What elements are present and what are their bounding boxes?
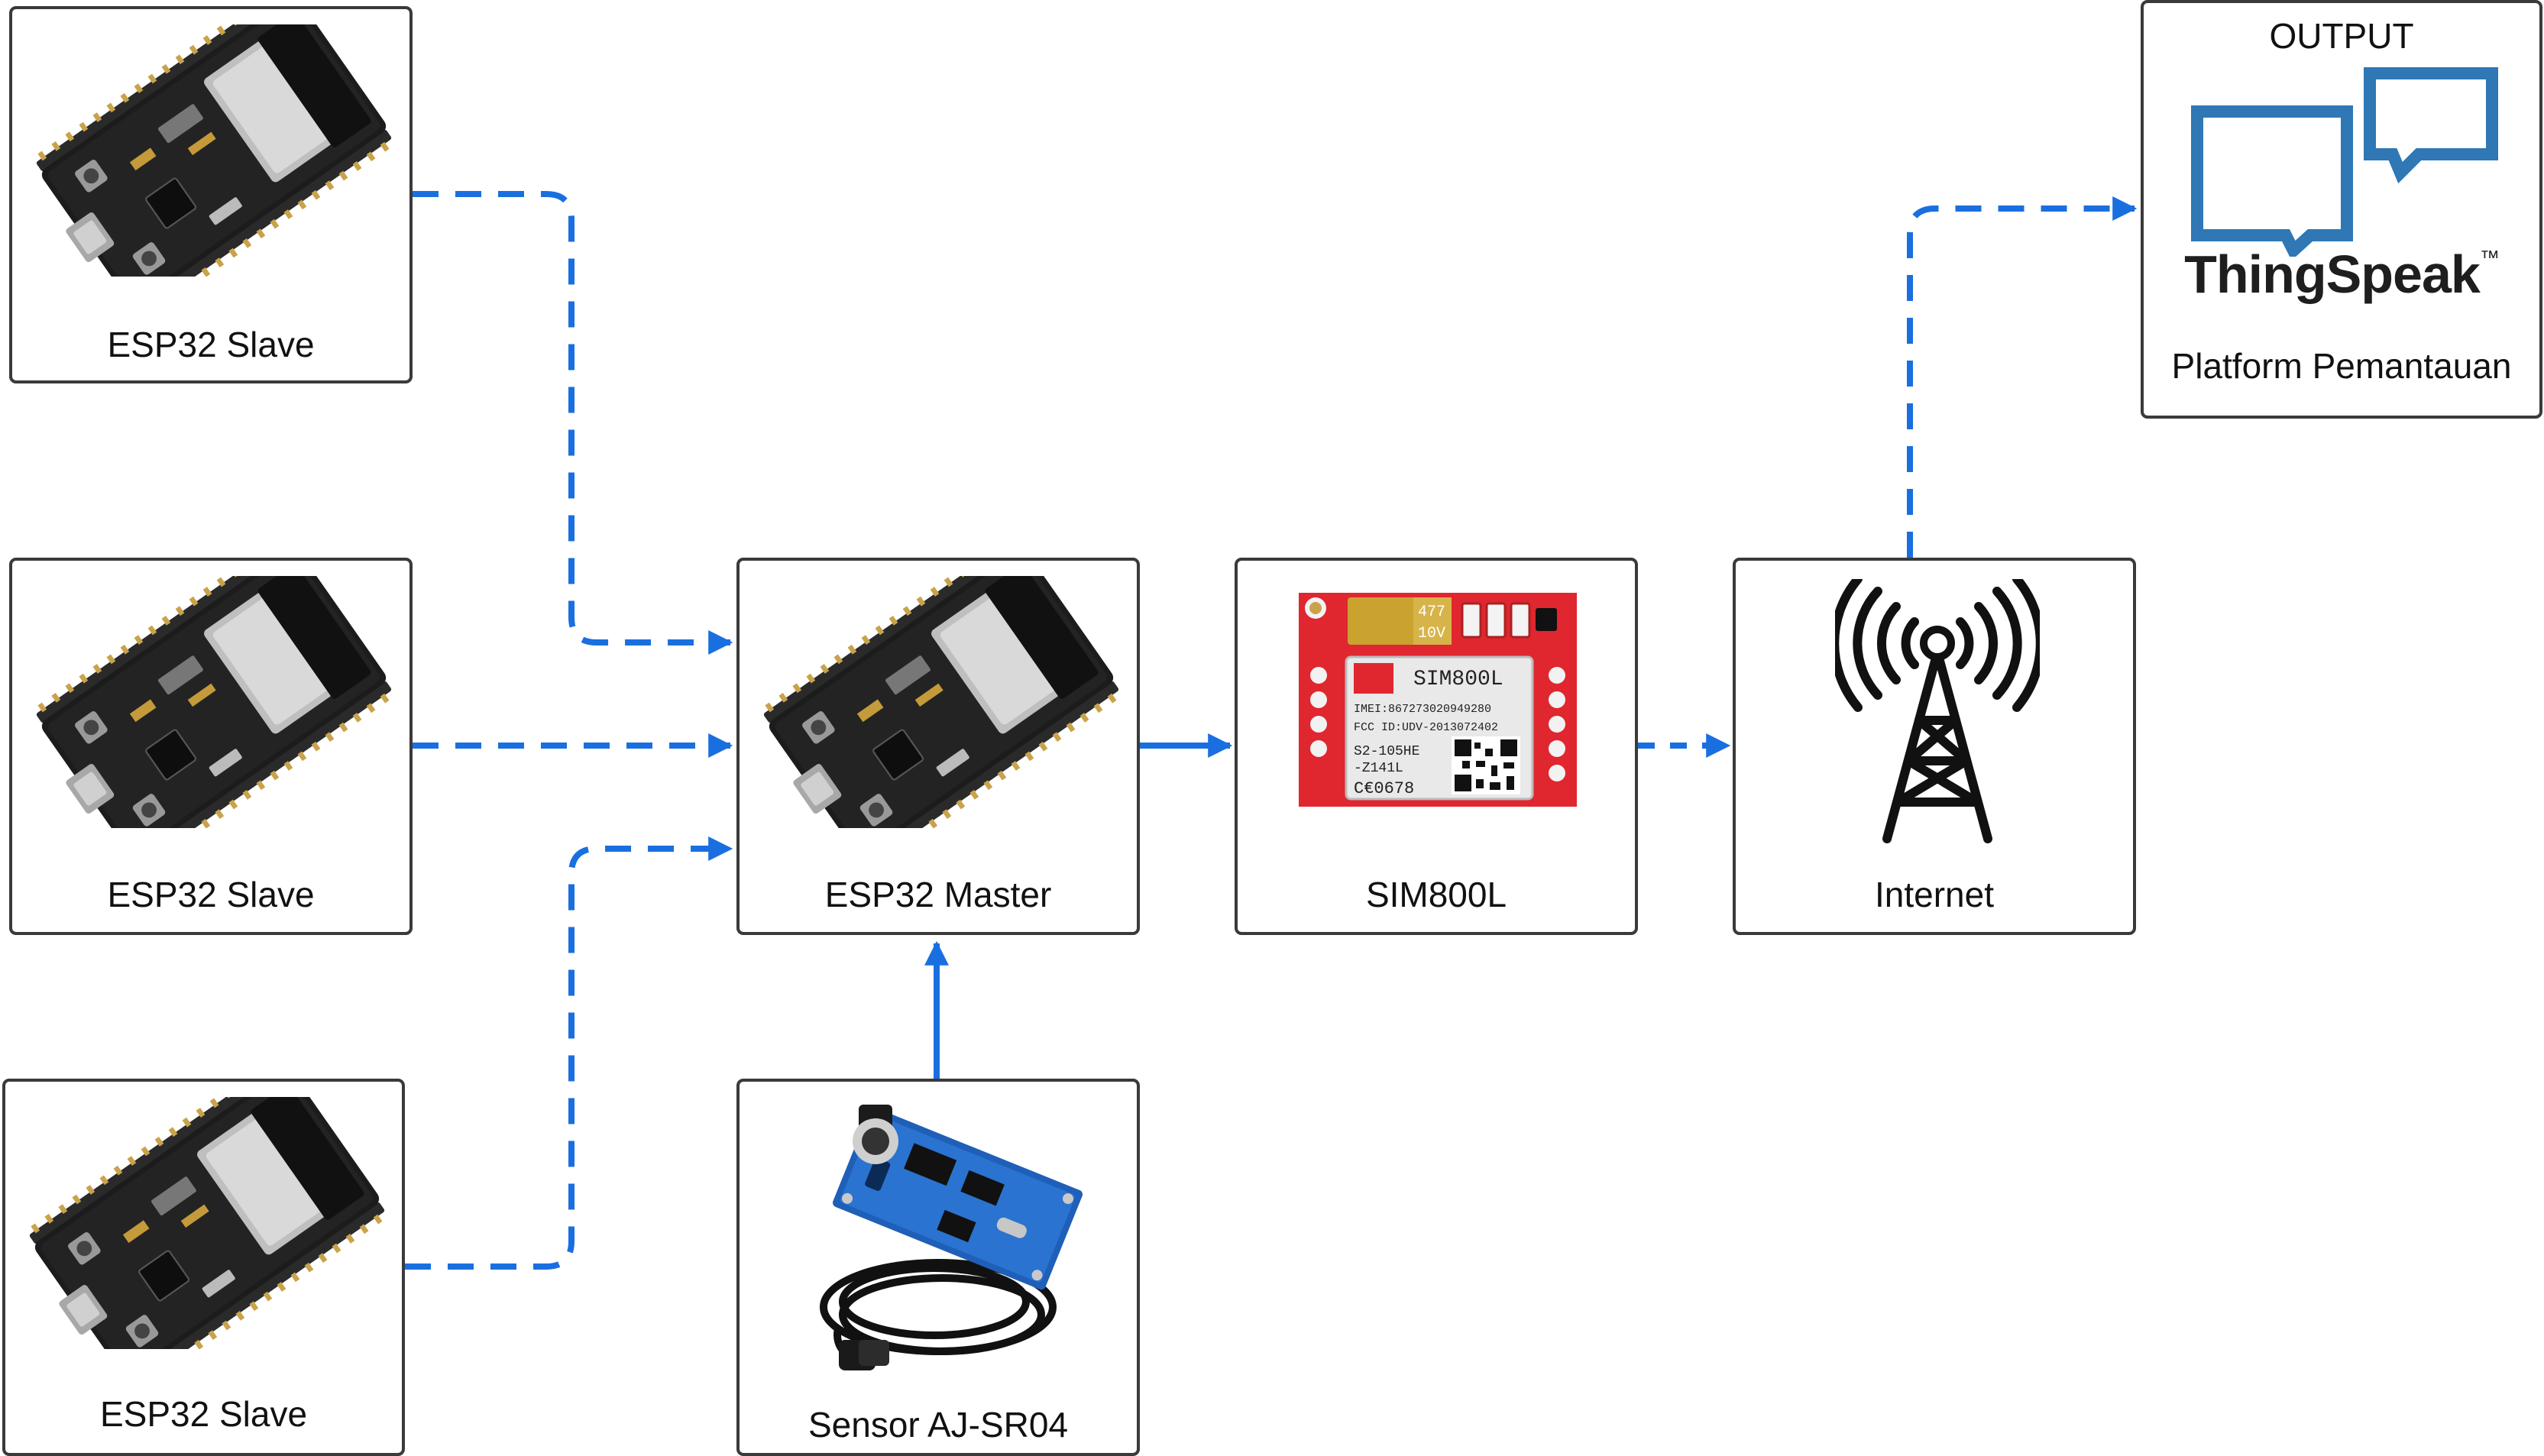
cap-text-2: 10V xyxy=(1418,625,1445,642)
esp32-board-icon xyxy=(24,1097,390,1349)
edge-slave3-to-master xyxy=(405,836,733,1270)
node-internet: Internet xyxy=(1733,558,2136,935)
connector-arrows xyxy=(405,191,2138,1270)
thingspeak-brand-text: ThingSpeak xyxy=(2184,244,2481,304)
trademark-mark: ™ xyxy=(2479,246,2500,269)
thingspeak-wordmark: ThingSpeak™ xyxy=(2144,248,2539,301)
model-text-2: -Z141L xyxy=(1354,761,1403,776)
cap-text-1: 477 xyxy=(1418,603,1445,621)
node-label: SIM800L xyxy=(1365,875,1507,914)
antenna-tower-icon xyxy=(1835,579,2040,843)
node-output-thingspeak: OUTPUT ThingSpeak™ Platform Pemantauan xyxy=(2141,0,2542,419)
node-sensor-aj-sr04: Sensor AJ-SR04 xyxy=(736,1079,1140,1456)
node-sim800l: 477 10V SIM800L IMEI:867273020949280 FCC… xyxy=(1235,558,1638,935)
fcc-text: FCC ID:UDV-2013072402 xyxy=(1354,721,1498,734)
thingspeak-logo-icon xyxy=(2191,67,2498,257)
chip-label: SIM800L xyxy=(1413,668,1503,691)
sim800l-module-icon: 477 10V SIM800L IMEI:867273020949280 FCC… xyxy=(1299,593,1577,807)
output-header: OUTPUT xyxy=(2269,16,2414,56)
qr-code-icon xyxy=(1452,736,1520,794)
node-label: Internet xyxy=(1875,875,1994,914)
node-label: ESP32 Slave xyxy=(99,1394,308,1434)
node-esp32-master: ESP32 Master xyxy=(736,558,1140,935)
node-label: ESP32 Slave xyxy=(107,875,315,914)
node-esp32-slave-3: ESP32 Slave xyxy=(2,1079,405,1456)
ultrasonic-sensor-icon xyxy=(820,1105,1083,1370)
esp32-board-icon xyxy=(31,576,397,828)
model-text: S2-105HE xyxy=(1354,744,1419,759)
node-esp32-slave-1: ESP32 Slave xyxy=(9,6,413,383)
imei-text: IMEI:867273020949280 xyxy=(1354,703,1491,716)
node-label: Platform Pemantauan xyxy=(2171,346,2512,386)
node-esp32-slave-2: ESP32 Slave xyxy=(9,558,413,935)
esp32-board-icon xyxy=(758,576,1125,828)
node-label: ESP32 Master xyxy=(824,875,1052,914)
esp32-board-icon xyxy=(31,24,397,277)
ce-text: C€0678 xyxy=(1354,779,1414,798)
node-label: Sensor AJ-SR04 xyxy=(808,1405,1069,1445)
edge-internet-to-output xyxy=(1907,196,2138,558)
node-label: ESP32 Slave xyxy=(107,325,315,364)
edge-slave1-to-master xyxy=(413,191,733,655)
